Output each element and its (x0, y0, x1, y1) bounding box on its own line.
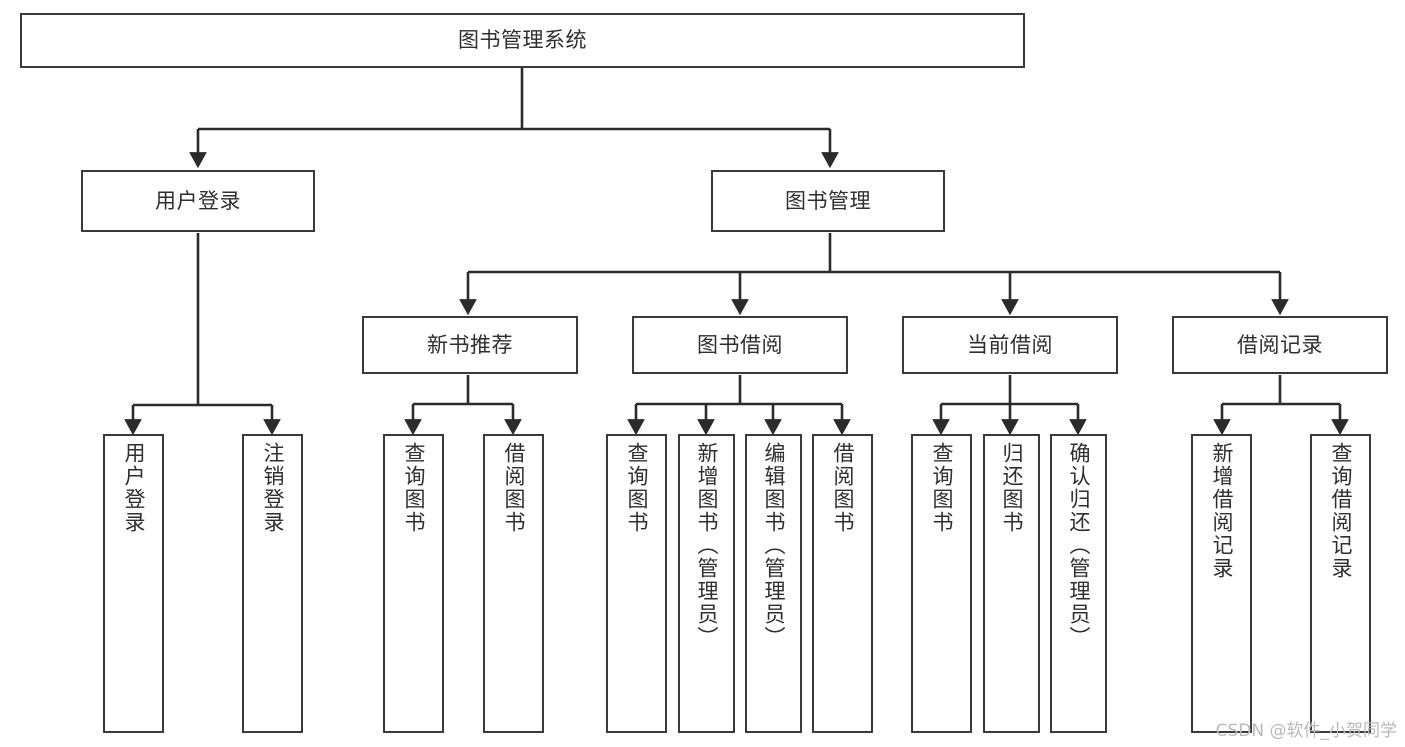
node-book-management[interactable]: 图书管理 (711, 170, 945, 232)
node-label: 查询图书 (625, 442, 649, 534)
leaf-confirm-return-admin[interactable]: 确认归还（管理员） (1050, 434, 1107, 733)
node-label: 借阅图书 (831, 442, 855, 534)
leaf-borrow-books[interactable]: 借阅图书 (812, 434, 873, 733)
node-label: 确认归还（管理员） (1067, 442, 1091, 649)
leaf-add-book-admin[interactable]: 新增图书（管理员） (678, 434, 735, 733)
node-borrowing-records[interactable]: 借阅记录 (1172, 316, 1388, 374)
leaf-borrow-books-recommend[interactable]: 借阅图书 (483, 434, 544, 733)
leaf-user-login[interactable]: 用户登录 (103, 434, 164, 733)
node-label: 新增图书（管理员） (695, 442, 719, 649)
leaf-query-books-borrow[interactable]: 查询图书 (606, 434, 667, 733)
node-book-borrowing[interactable]: 图书借阅 (632, 316, 848, 374)
leaf-query-books-current[interactable]: 查询图书 (911, 434, 972, 733)
leaf-query-borrow-record[interactable]: 查询借阅记录 (1310, 434, 1371, 733)
leaf-edit-book-admin[interactable]: 编辑图书（管理员） (745, 434, 802, 733)
node-label: 借阅记录 (1237, 332, 1323, 357)
node-label: 借阅图书 (502, 442, 526, 534)
node-label: 新书推荐 (427, 332, 513, 357)
node-label: 查询图书 (402, 442, 426, 534)
node-label: 查询借阅记录 (1329, 442, 1353, 580)
node-label: 查询图书 (930, 442, 954, 534)
node-new-book-recommendation[interactable]: 新书推荐 (362, 316, 578, 374)
leaf-return-books[interactable]: 归还图书 (983, 434, 1040, 733)
node-label: 归还图书 (1000, 442, 1024, 534)
node-current-borrowing[interactable]: 当前借阅 (902, 316, 1118, 374)
node-label: 用户登录 (155, 188, 241, 213)
node-label: 图书管理系统 (458, 28, 587, 53)
node-user-login[interactable]: 用户登录 (81, 170, 315, 232)
watermark-text: CSDN @软件_小贺同学 (1215, 721, 1397, 741)
node-label: 图书借阅 (697, 332, 783, 357)
leaf-query-books-recommend[interactable]: 查询图书 (383, 434, 444, 733)
node-label: 当前借阅 (967, 332, 1053, 357)
node-root-book-management-system[interactable]: 图书管理系统 (20, 13, 1025, 68)
leaf-add-borrow-record[interactable]: 新增借阅记录 (1191, 434, 1252, 733)
node-label: 新增借阅记录 (1210, 442, 1234, 580)
node-label: 图书管理 (785, 188, 871, 213)
node-label: 用户登录 (122, 442, 146, 534)
leaf-logout[interactable]: 注销登录 (242, 434, 303, 733)
node-label: 编辑图书（管理员） (762, 442, 786, 649)
node-label: 注销登录 (261, 442, 285, 534)
